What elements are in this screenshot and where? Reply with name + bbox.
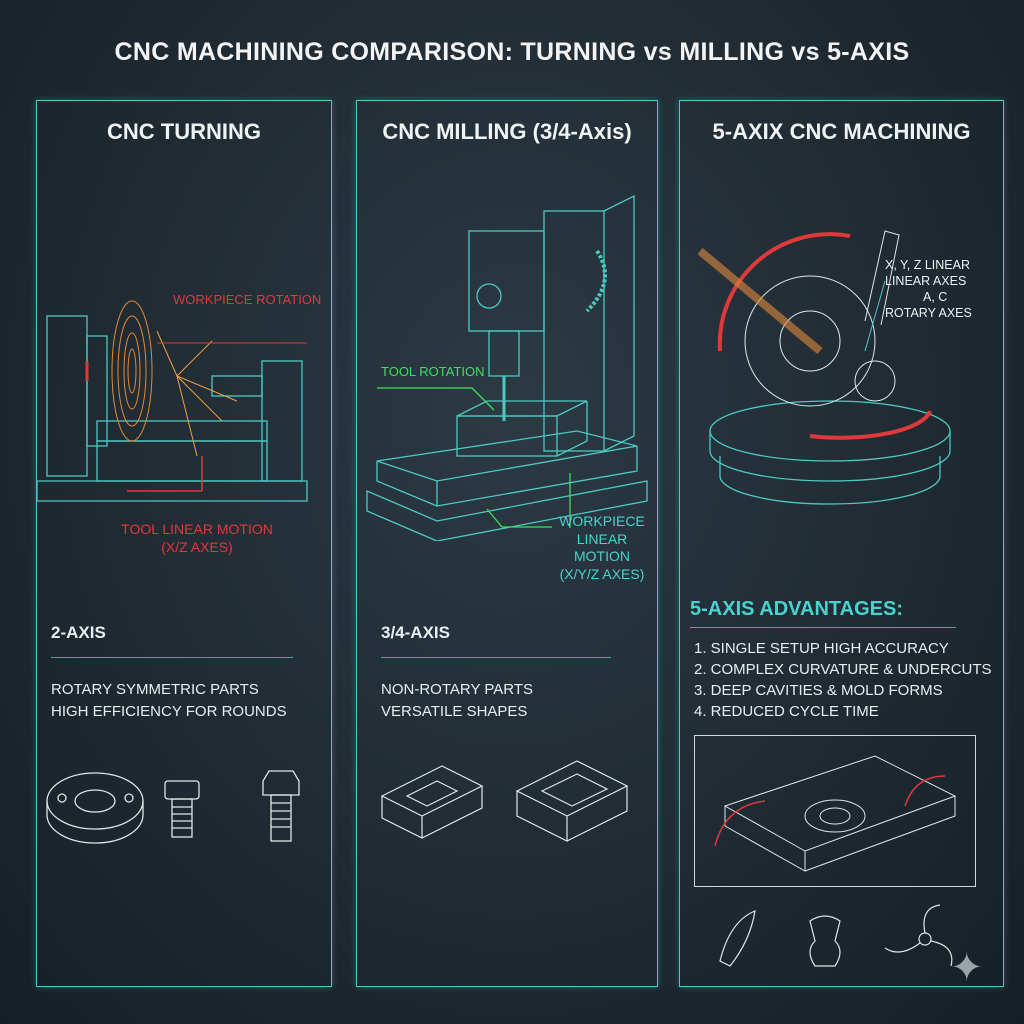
turning-desc-1: ROTARY SYMMETRIC PARTS [51,681,259,698]
linear-axes-label: LINEAR AXES [885,274,967,288]
lathe-illustration [37,300,308,502]
turning-axis-count: 2-AXIS [51,623,106,642]
advantage-1: 1. SINGLE SETUP HIGH ACCURACY [694,640,949,657]
tool-motion-label: TOOL LINEAR MOTION [121,521,273,537]
turning-panel: CNC TURNING WORKPIECE ROTATION TOOL LINE… [36,100,332,987]
milling-axis-count: 3/4-AXIS [381,623,450,642]
five-axis-panel: 5-AXIX CNC MACHINING X, Y, Z LINEAR LINE… [679,100,1004,987]
workpiece-rotation-label: WORKPIECE ROTATION [173,292,322,307]
mill-illustration [366,194,648,541]
linear-motion-label: LINEAR MOTION [574,530,630,565]
advantages-title: 5-AXIS ADVANTAGES: [690,598,903,620]
turned-parts-icons [46,770,300,844]
tool-rotation-label: TOOL ROTATION [381,364,485,379]
complex-parts-icons [719,904,953,967]
five-axis-illustration [697,230,951,505]
rotary-axes-label: ROTARY AXES [885,306,972,320]
milling-desc-2: VERSATILE SHAPES [381,703,528,720]
mold-part-illustration [714,755,957,872]
advantage-4: 4. REDUCED CYCLE TIME [694,703,879,720]
five-axis-title: 5-AXIX CNC MACHINING [712,119,971,144]
divider [690,627,956,628]
ac-label: A, C [923,290,948,304]
xyz-axes-label: (X/Y/Z AXES) [559,565,645,582]
xyz-linear-label: X, Y, Z LINEAR [885,258,970,272]
workpiece-label: WORKPIECE [559,513,645,529]
divider [381,657,611,658]
advantage-3: 3. DEEP CAVITIES & MOLD FORMS [694,682,943,699]
turning-desc-2: HIGH EFFICIENCY FOR ROUNDS [51,703,287,720]
milling-title: CNC MILLING (3/4-Axis) [382,119,632,144]
mold-part-inset [694,735,976,887]
milling-desc-1: NON-ROTARY PARTS [381,681,533,698]
turning-title: CNC TURNING [107,119,261,144]
divider [51,657,293,658]
milling-panel: CNC MILLING (3/4-Axis) TOOL ROTATION WOR… [356,100,658,987]
advantage-2: 2. COMPLEX CURVATURE & UNDERCUTS [694,661,992,678]
sparkle-icon: ✦ [950,946,984,990]
milled-parts-icons [380,760,629,842]
page-title: CNC MACHINING COMPARISON: TURNING vs MIL… [114,38,910,66]
tool-motion-axes: (X/Z AXES) [161,538,233,555]
